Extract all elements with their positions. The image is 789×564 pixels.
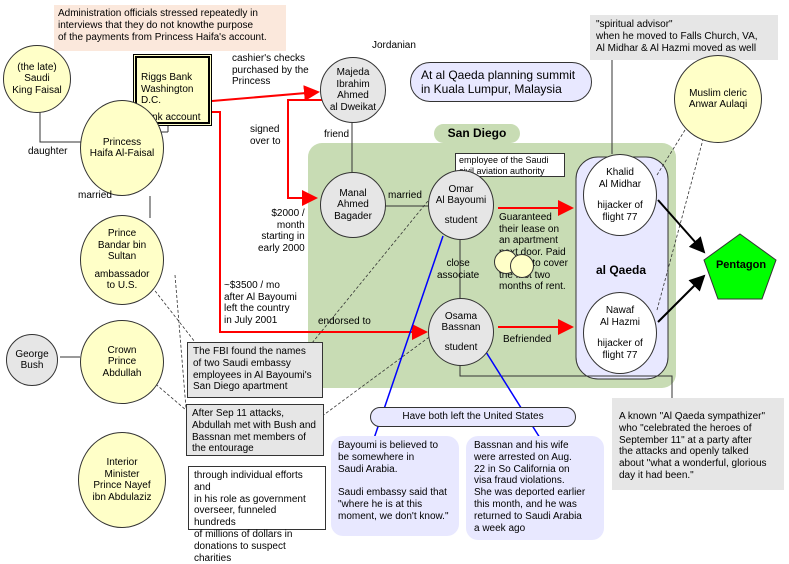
prince-bandar-name: Prince Bandar bin Sultan	[97, 228, 147, 263]
anwar-aulaqi-node: Muslim cleric Anwar Aulaqi	[674, 55, 762, 143]
spiritual-advisor-note: "spiritual advisor" when he moved to Fal…	[590, 15, 778, 60]
nayef-note: through individual efforts and in his ro…	[188, 466, 326, 564]
pentagon-shape	[703, 233, 777, 300]
khalid-name: Khalid Al Midhar	[598, 167, 642, 190]
aviation-authority-note: employee of the Saudi civil aviation aut…	[455, 153, 565, 177]
riggs-bank-name: Riggs Bank Washington D.C.	[141, 71, 194, 107]
osama-node: Osama Bassnan student	[428, 298, 494, 366]
khalid-role: hijacker of flight 77	[597, 200, 643, 223]
close-associate-label: close associate	[437, 258, 480, 281]
king-faisal-node: (the late) Saudi King Faisal	[3, 45, 71, 113]
san-diego-label: San Diego	[434, 124, 520, 143]
bassnan-note: Bassnan and his wife were arrested on Au…	[466, 436, 604, 540]
kuala-lumpur-summit: At al Qaeda planning summit in Kuala Lum…	[410, 62, 592, 102]
endorsed-label: endorsed to	[318, 316, 371, 327]
married-label-manal: married	[388, 190, 422, 201]
princess-haifa-node: Princess Haifa Al-Faisal	[80, 100, 164, 196]
prince-nayef-node: Interior Minister Prince Nayef ibn Abdul…	[78, 432, 166, 528]
left-united-states-label: Have both left the United States	[370, 407, 576, 427]
crown-prince-abdullah-node: Crown Prince Abdullah	[80, 320, 164, 404]
majeda-node: Majeda Ibrahim Ahmed al Dweikat	[320, 57, 386, 123]
khalid-node: Khalid Al Midhar hijacker of flight 77	[583, 154, 657, 236]
sympathizer-note: A known "Al Qaeda sympathizer" who "cele…	[612, 398, 784, 490]
omar-node: Omar Al Bayoumi student	[428, 170, 494, 240]
married-label-haifa: married	[78, 190, 112, 201]
prince-bandar-node: Prince Bandar bin Sultan ambassador to U…	[80, 215, 164, 305]
al-qaeda-label: al Qaeda	[596, 263, 647, 277]
omar-name: Omar Al Bayoumi	[435, 183, 487, 207]
bayoumi-note: Bayoumi is believed to be somewhere in S…	[331, 436, 459, 536]
omar-role: student	[444, 214, 478, 226]
friend-label: friend	[324, 129, 350, 140]
prince-bandar-role: ambassador to U.S.	[94, 268, 150, 292]
nawaf-name: Nawaf Al Hazmi	[599, 305, 640, 328]
manal-node: Manal Ahmed Bagader	[320, 172, 386, 238]
nawaf-node: Nawaf Al Hazmi hijacker of flight 77	[583, 292, 657, 374]
cashiers-checks-label: cashier's checks purchased by the Prince…	[232, 53, 309, 87]
george-bush-node: George Bush	[6, 334, 58, 386]
top-note: Administration officials stressed repeat…	[54, 5, 286, 51]
nawaf-role: hijacker of flight 77	[597, 338, 643, 361]
daughter-label: daughter	[28, 146, 68, 157]
osama-role: student	[444, 341, 478, 353]
fbi-note: The FBI found the names of two Saudi emb…	[187, 342, 323, 398]
jordanian-label: Jordanian	[372, 40, 416, 51]
befriended-label: Befriended	[503, 334, 552, 345]
payment-3500-label: ~$3500 / mo after Al Bayoumi left the co…	[224, 280, 297, 326]
payment-2000-label: $2000 / month starting in early 2000	[258, 208, 305, 254]
guaranteed-label: Guaranteed their lease on an apartment n…	[499, 212, 568, 292]
osama-name: Osama Bassnan	[441, 310, 481, 334]
pentagon-label: Pentagon	[715, 259, 767, 271]
sep11-note: After Sep 11 attacks, Abdullah met with …	[186, 404, 324, 456]
ring-icon	[510, 254, 534, 278]
signed-over-label: signed over to	[250, 124, 281, 147]
